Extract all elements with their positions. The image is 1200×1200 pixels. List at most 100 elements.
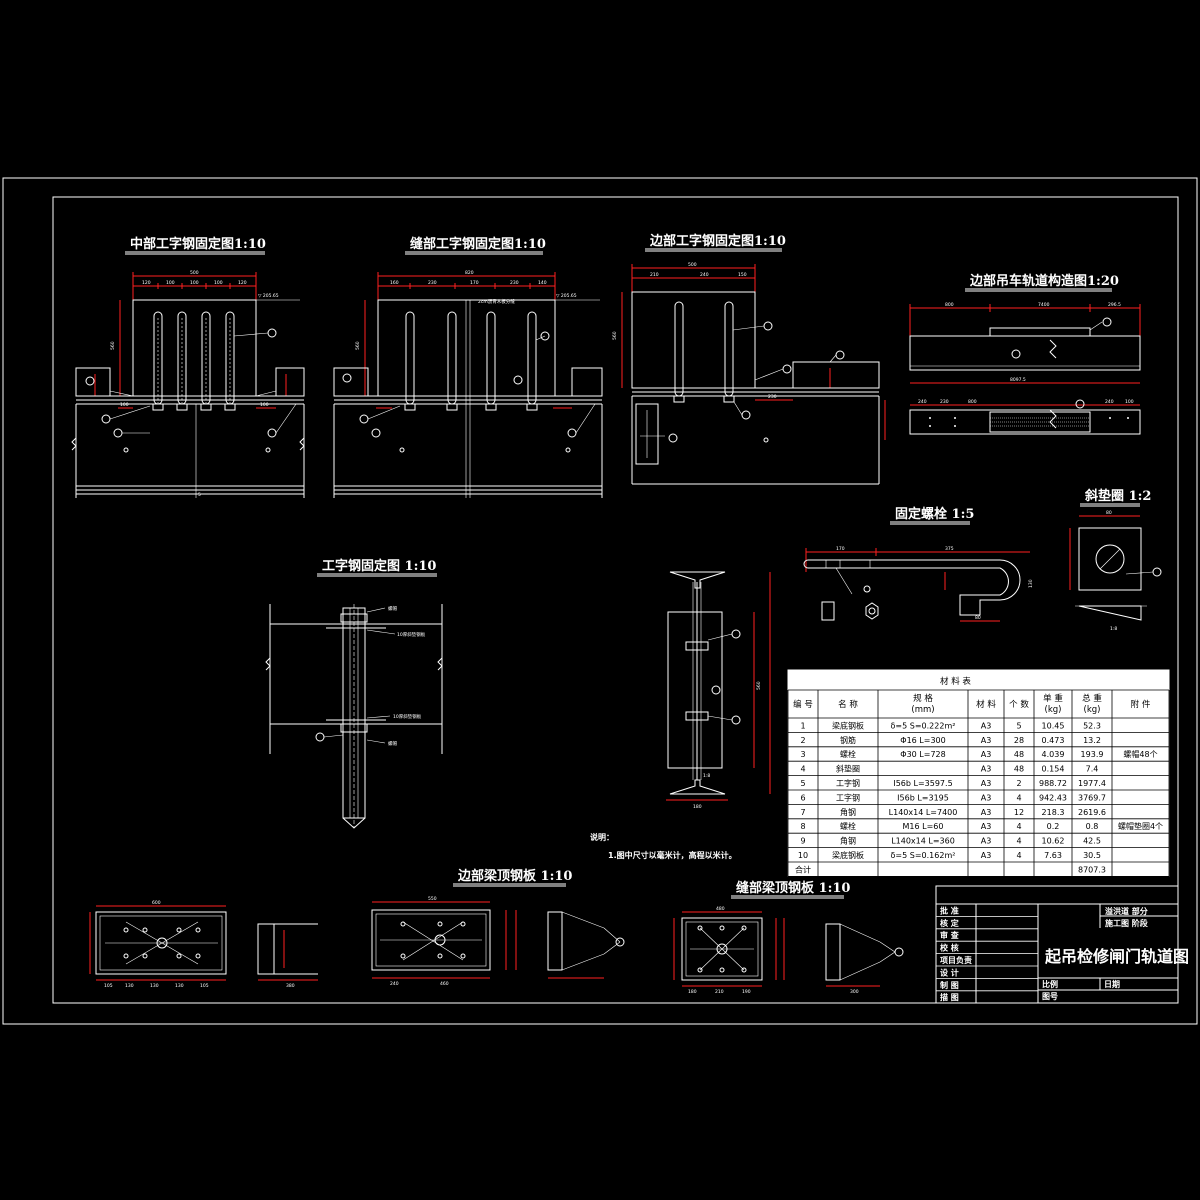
table-cell: 1 bbox=[800, 721, 805, 730]
table-cell: 4 bbox=[1016, 837, 1021, 846]
svg-text:170: 170 bbox=[836, 546, 845, 552]
table-cell: 梁底钢板 bbox=[832, 850, 864, 860]
table-cell: 0.2 bbox=[1047, 822, 1060, 831]
svg-text:10厚斜垫钢板: 10厚斜垫钢板 bbox=[397, 631, 426, 638]
table-header-cell: 编 号 bbox=[793, 699, 813, 710]
ibeam-fixing-title: 工字钢固定图 1:10 bbox=[322, 558, 436, 574]
table-total-value: 8707.3 bbox=[1078, 865, 1106, 874]
table-cell: L140x14 L=360 bbox=[891, 837, 955, 846]
table-cell: 193.9 bbox=[1081, 750, 1104, 759]
table-cell: A3 bbox=[981, 793, 992, 802]
tb-number-label: 图号 bbox=[1042, 992, 1058, 1001]
table-cell: 角钢 bbox=[840, 836, 856, 846]
table-cell: 8 bbox=[800, 822, 805, 831]
table-cell: I56b L=3195 bbox=[897, 793, 949, 802]
table-cell: 10 bbox=[798, 851, 808, 860]
table-header-cell: 附 件 bbox=[1131, 699, 1151, 710]
svg-text:240: 240 bbox=[700, 272, 709, 278]
svg-text:80: 80 bbox=[1106, 510, 1112, 516]
table-cell: A3 bbox=[981, 736, 992, 745]
table-cell: 2619.6 bbox=[1078, 808, 1106, 817]
svg-text:190: 190 bbox=[742, 989, 751, 995]
svg-text:230: 230 bbox=[510, 280, 519, 286]
shim-title: 斜垫圈 1:2 bbox=[1084, 488, 1151, 504]
table-cell: 988.72 bbox=[1039, 779, 1067, 788]
tb-drawing-title: 起吊检修闸门轨道图 bbox=[1044, 947, 1189, 966]
svg-text:560: 560 bbox=[355, 341, 361, 350]
table-cell: 4 bbox=[1016, 822, 1021, 831]
svg-text:100: 100 bbox=[166, 280, 175, 286]
rail-title: 边部吊车轨道构造图1:20 bbox=[969, 273, 1119, 289]
svg-text:100: 100 bbox=[1125, 399, 1134, 405]
table-cell: 48 bbox=[1014, 750, 1024, 759]
svg-text:130: 130 bbox=[125, 983, 134, 989]
table-total-label: 合计 bbox=[795, 864, 811, 874]
table-cell: Φ16 L=300 bbox=[900, 736, 945, 745]
table-cell: 12 bbox=[1014, 808, 1024, 817]
svg-text:296.5: 296.5 bbox=[1108, 302, 1121, 308]
table-cell: 梁底钢板 bbox=[832, 720, 864, 730]
table-cell: 0.154 bbox=[1042, 765, 1065, 774]
svg-text:180: 180 bbox=[688, 989, 697, 995]
table-cell: 218.3 bbox=[1042, 808, 1065, 817]
table-cell: 48 bbox=[1014, 765, 1024, 774]
table-cell: A3 bbox=[981, 779, 992, 788]
table-header-cell: (kg) bbox=[1045, 705, 1062, 715]
table-cell: A3 bbox=[981, 837, 992, 846]
table-cell: 4 bbox=[800, 765, 805, 774]
table-cell: A3 bbox=[981, 721, 992, 730]
tb-top-right-2: 施工图 阶段 bbox=[1105, 918, 1148, 928]
tb-left-label: 校 核 bbox=[940, 943, 959, 953]
table-cell: 0.473 bbox=[1042, 736, 1065, 745]
tb-left-label: 批 准 bbox=[940, 905, 959, 915]
tb-left-label: 项目负责 bbox=[940, 955, 972, 965]
table-cell: 10.62 bbox=[1042, 837, 1065, 846]
svg-text:100: 100 bbox=[190, 280, 199, 286]
tb-left-label: 设 计 bbox=[940, 967, 959, 977]
svg-text:120: 120 bbox=[238, 280, 247, 286]
table-cell: 6 bbox=[800, 793, 805, 802]
mid-elevation-label: ▽ 205.65 bbox=[258, 293, 279, 299]
svg-text:100: 100 bbox=[260, 402, 269, 408]
joint-fixing-title: 缝部工字钢固定图1:10 bbox=[410, 236, 546, 252]
svg-text:800: 800 bbox=[945, 302, 954, 308]
tb-left-label: 描 图 bbox=[940, 992, 959, 1002]
table-header-cell: 名 称 bbox=[838, 699, 858, 710]
svg-text:375: 375 bbox=[945, 546, 954, 552]
svg-text:150: 150 bbox=[738, 272, 747, 278]
tb-scale-label: 比例 bbox=[1042, 979, 1058, 989]
svg-text:480: 480 bbox=[716, 906, 725, 912]
table-cell: 5 bbox=[800, 779, 805, 788]
table-cell: 1977.4 bbox=[1078, 779, 1106, 788]
svg-text:130: 130 bbox=[175, 983, 184, 989]
joint-fill-label: 2cm沥青木板分缝 bbox=[478, 298, 515, 305]
svg-text:240: 240 bbox=[1105, 399, 1114, 405]
table-cell: 5 bbox=[1016, 721, 1021, 730]
table-cell: 13.2 bbox=[1083, 736, 1101, 745]
table-cell: 螺帽48个 bbox=[1123, 749, 1157, 759]
shim-view: 斜垫圈 1:2 80 1:8 bbox=[1069, 488, 1162, 632]
table-cell: 28 bbox=[1014, 736, 1024, 745]
table-header-cell: 单 重 bbox=[1043, 693, 1063, 704]
svg-text:300: 300 bbox=[850, 989, 859, 995]
table-cell: 7.63 bbox=[1044, 851, 1062, 860]
table-cell: 2 bbox=[800, 736, 805, 745]
svg-text:130: 130 bbox=[1028, 579, 1034, 588]
table-cell: 4 bbox=[1016, 851, 1021, 860]
outer-frame bbox=[2, 177, 1198, 1025]
svg-text:105: 105 bbox=[200, 983, 209, 989]
svg-text:8097.5: 8097.5 bbox=[1010, 377, 1026, 383]
table-cell: δ=5 S=0.162m² bbox=[891, 851, 956, 860]
table-cell: 螺栓 bbox=[840, 749, 856, 759]
svg-text:120: 120 bbox=[142, 280, 151, 286]
table-cell: 42.5 bbox=[1083, 837, 1101, 846]
joint-plate-title: 缝部梁顶钢板 1:10 bbox=[736, 880, 850, 896]
table-cell: A3 bbox=[981, 851, 992, 860]
svg-text:240: 240 bbox=[390, 981, 399, 987]
svg-text:560: 560 bbox=[110, 341, 116, 350]
